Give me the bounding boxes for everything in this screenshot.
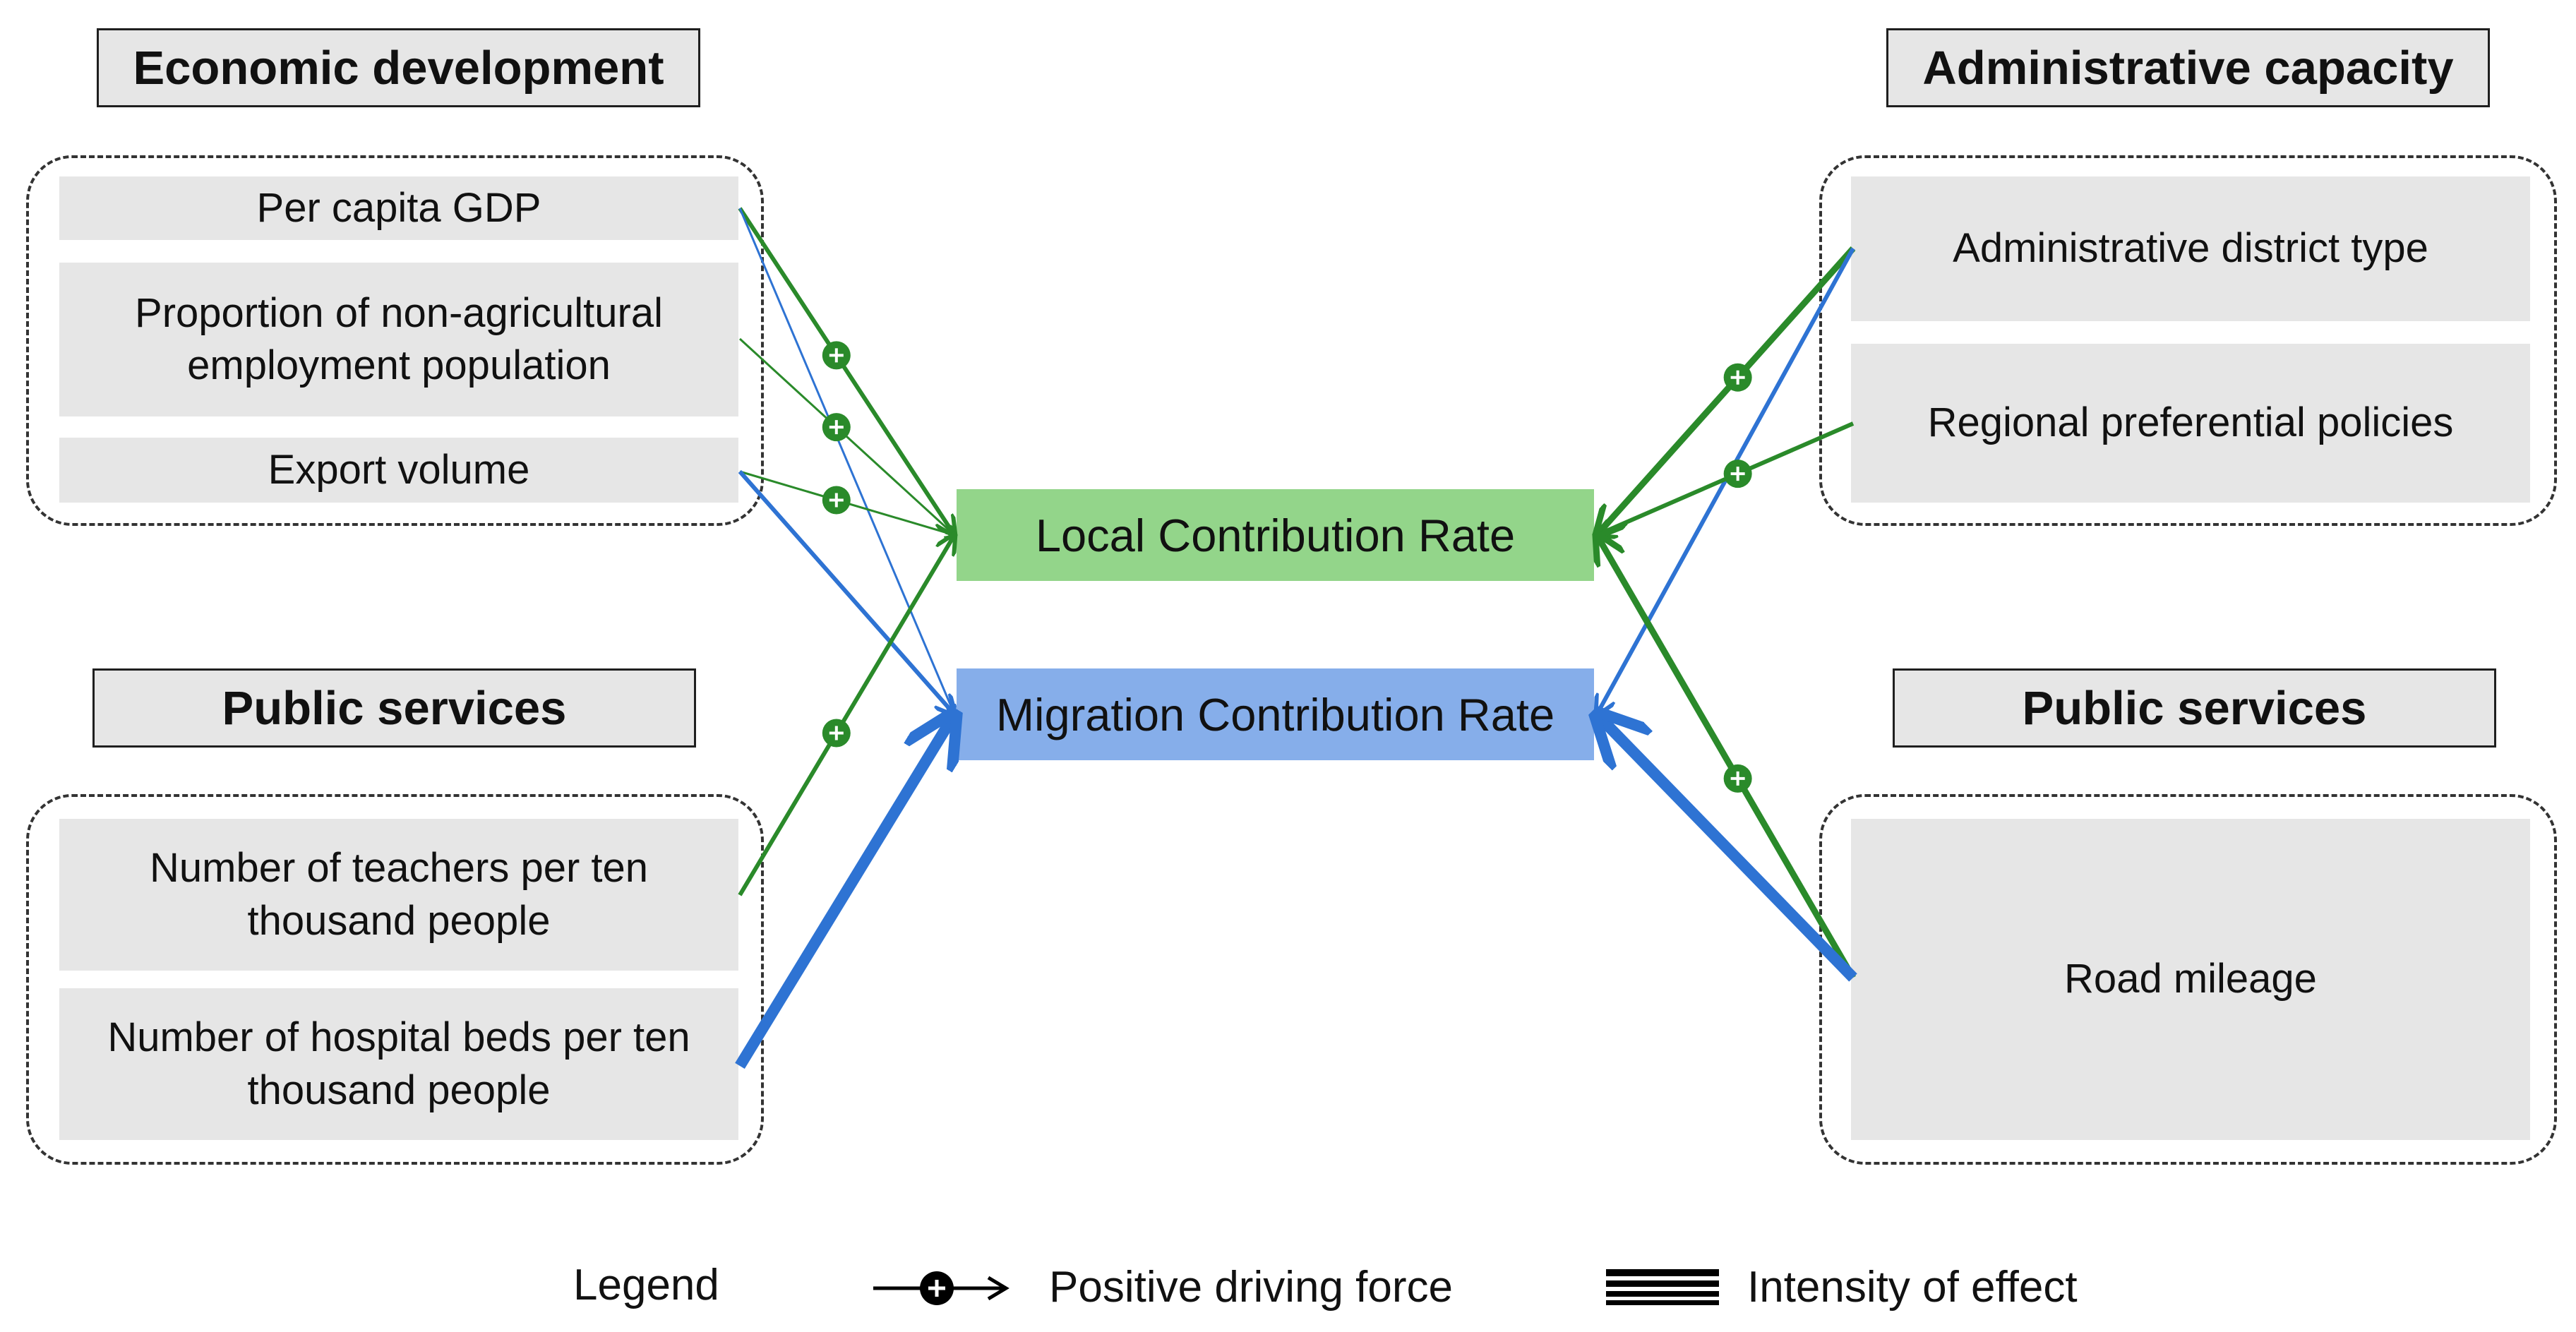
link-6 <box>735 714 954 1069</box>
economic-development-header: Economic development <box>97 28 700 107</box>
factor-hospital-beds-per-ten-thousand: Number of hospital beds per ten thousand… <box>59 988 738 1140</box>
link-2 <box>738 337 954 535</box>
factor-regional-preferential-policies: Regional preferential policies <box>1851 344 2530 503</box>
public-services-right-header: Public services <box>1893 668 2496 748</box>
legend-intensity-of-effect: Intensity of effect <box>1747 1262 2078 1312</box>
local-contribution-rate-box: Local Contribution Rate <box>957 489 1594 581</box>
positive-marker-plus-2 <box>829 420 844 435</box>
economic-development-group <box>26 155 764 526</box>
positive-marker-plus-7 <box>1730 370 1745 385</box>
factor-administrative-district-type: Administrative district type <box>1851 176 2530 321</box>
factor-per-capita-gdp: Per capita GDP <box>59 176 738 240</box>
link-0 <box>738 207 954 535</box>
positive-marker-plus-0 <box>829 348 844 363</box>
legend-positive-driving-force: Positive driving force <box>1049 1262 1454 1312</box>
link-7 <box>1597 246 1856 535</box>
link-10 <box>1597 535 1856 980</box>
positive-marker-plus-5 <box>829 726 844 740</box>
legend-title: Legend <box>573 1260 719 1309</box>
link-11 <box>1597 714 1857 982</box>
public-services-left-group <box>26 794 764 1165</box>
link-4 <box>738 470 954 714</box>
positive-marker-plus-10 <box>1730 771 1745 786</box>
administrative-capacity-group <box>1819 155 2557 526</box>
administrative-capacity-header: Administrative capacity <box>1886 28 2490 107</box>
public-services-left-header: Public services <box>92 668 696 748</box>
positive-marker-plus-3 <box>829 493 844 508</box>
intensity-of-effect-symbol <box>1606 1269 1719 1305</box>
link-5 <box>738 535 954 896</box>
public-services-right-group <box>1819 794 2557 1165</box>
factor-non-agricultural-employment: Proportion of non-agricultural employmen… <box>59 263 738 416</box>
factor-road-mileage: Road mileage <box>1851 819 2530 1140</box>
link-1 <box>738 208 954 714</box>
migration-contribution-rate-box: Migration Contribution Rate <box>957 668 1594 760</box>
factor-teachers-per-ten-thousand: Number of teachers per ten thousand peop… <box>59 819 738 971</box>
positive-marker-plus-9 <box>1730 467 1745 481</box>
factor-export-volume: Export volume <box>59 438 738 503</box>
positive-driving-force-symbol <box>873 1271 1010 1305</box>
